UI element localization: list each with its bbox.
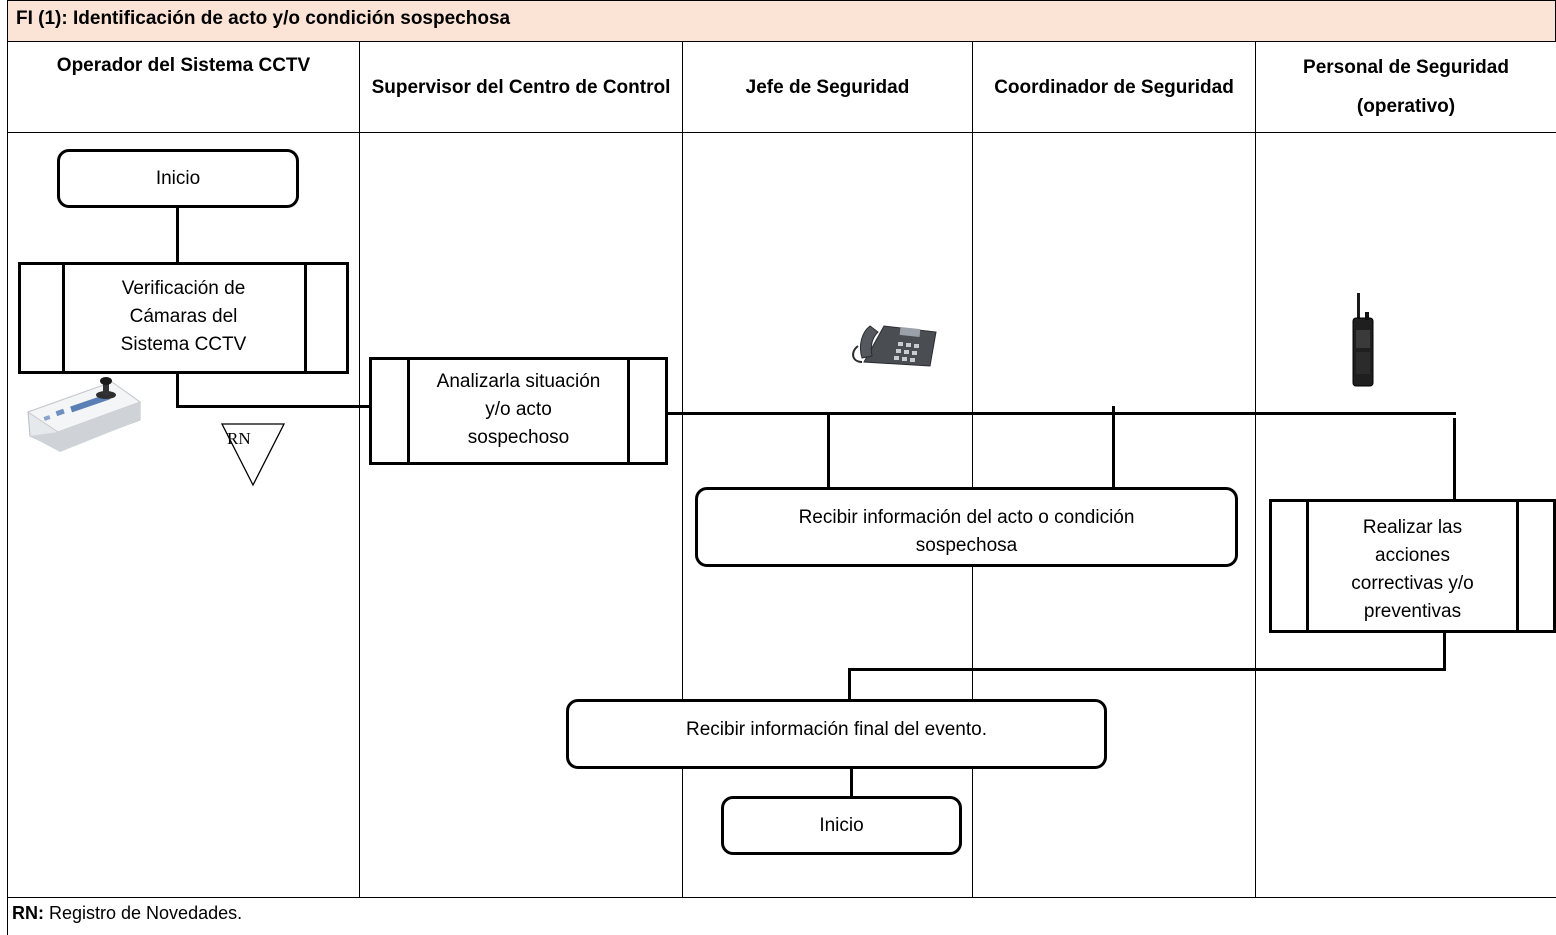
connector	[848, 668, 851, 701]
lane-border-left	[7, 0, 8, 935]
lane-divider	[972, 42, 973, 897]
process-side-bars	[62, 265, 307, 371]
legend-key: RN:	[12, 903, 44, 923]
process-verificacion: Verificación de Cámaras del Sistema CCTV	[18, 262, 349, 374]
legend-footer: RN: Registro de Novedades.	[7, 897, 1556, 935]
lane-header-personal: Personal de Seguridad (operativo)	[1255, 42, 1556, 133]
terminator-recibir-final: Recibir información final del evento.	[566, 699, 1107, 769]
connector	[850, 767, 853, 798]
process-analizar: Analizarla situación y/o acto sospechoso	[369, 357, 668, 465]
end-label: Inicio	[819, 814, 864, 836]
desk-phone-icon	[852, 325, 937, 367]
start-terminator: Inicio	[57, 149, 299, 208]
start-label: Inicio	[155, 167, 201, 189]
process-analizar-label: Analizarla situación y/o acto sospechoso	[436, 371, 601, 448]
connector	[1112, 406, 1115, 490]
connector	[666, 412, 1456, 415]
walkie-talkie-icon	[1352, 293, 1374, 387]
terminator-recibir-informacion: Recibir información del acto o condición…	[695, 487, 1238, 567]
process-side-bars	[1306, 502, 1519, 630]
connector	[176, 206, 179, 264]
process-verificacion-label: Verificación de Cámaras del Sistema CCTV	[120, 278, 247, 355]
record-triangle-label: RN	[227, 429, 251, 448]
lane-divider	[359, 42, 360, 897]
connector	[848, 668, 1446, 671]
process-side-bars	[407, 360, 630, 462]
lane-divider	[1255, 42, 1256, 897]
process-acciones-label: Realizar las acciones correctivas y/o pr…	[1351, 517, 1474, 622]
connector	[176, 371, 179, 408]
end-terminator: Inicio	[721, 796, 962, 855]
connector	[176, 405, 372, 408]
recibir-final-label: Recibir información final del evento.	[686, 719, 987, 740]
connector	[1453, 418, 1456, 502]
record-triangle	[220, 423, 286, 487]
legend-text: Registro de Novedades.	[44, 903, 243, 923]
lane-divider	[682, 42, 683, 897]
cctv-controller-icon	[26, 377, 142, 452]
connector	[1443, 631, 1446, 671]
connector	[827, 412, 830, 490]
process-acciones-correctivas: Realizar las acciones correctivas y/o pr…	[1269, 499, 1556, 633]
recibir-informacion-label: Recibir información del acto o condición…	[798, 507, 1135, 556]
diagram-title: FI (1): Identificación de acto y/o condi…	[7, 0, 1556, 42]
